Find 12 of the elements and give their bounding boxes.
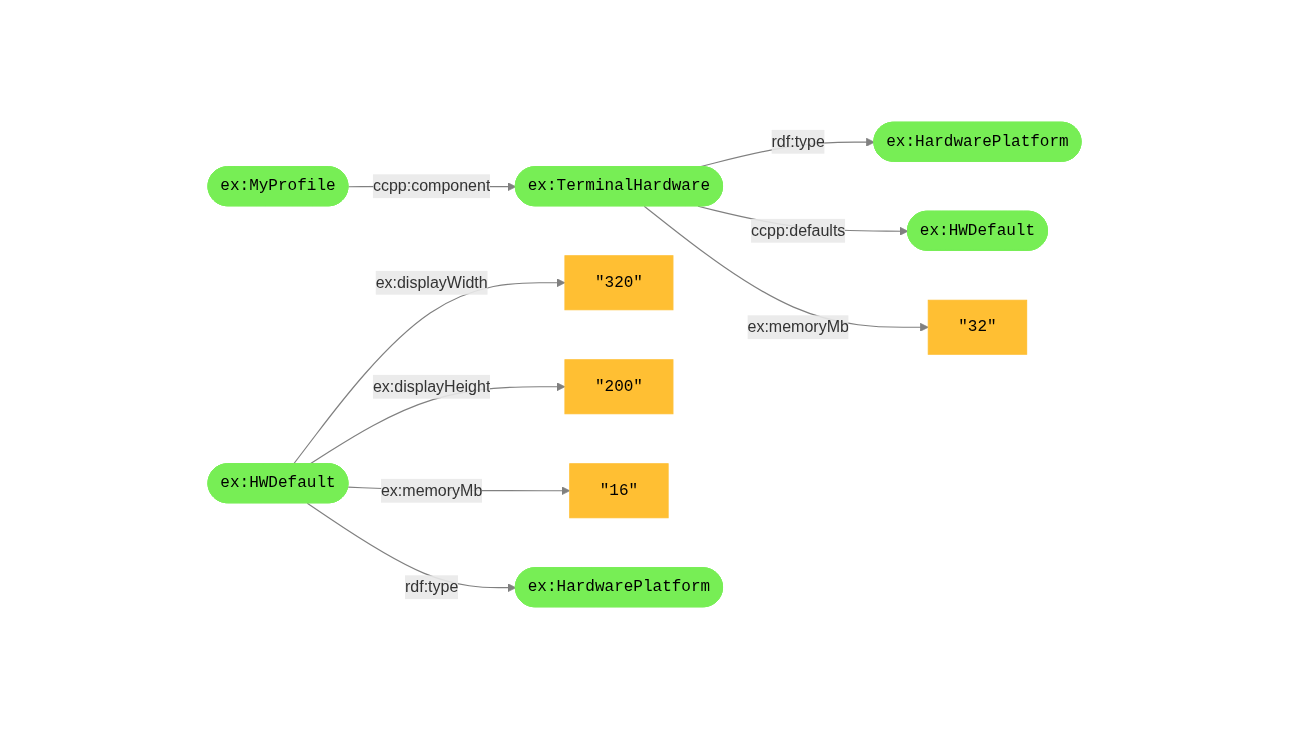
edge-label: ccpp:defaults	[751, 221, 846, 239]
edge-label: ex:memoryMb	[747, 318, 849, 336]
node-box: "16"	[569, 463, 669, 519]
node-box: "320"	[564, 255, 674, 311]
edge-label: ex:displayWidth	[375, 273, 488, 291]
edge-label: ccpp:component	[372, 177, 491, 195]
edge-label: rdf:type	[404, 578, 459, 596]
node-box: "200"	[564, 359, 674, 415]
node-box: "32"	[927, 299, 1028, 355]
edge-label: rdf:type	[771, 132, 825, 150]
edge-label: ex:memoryMb	[380, 481, 483, 499]
edge-label: ex:displayHeight	[372, 377, 491, 395]
